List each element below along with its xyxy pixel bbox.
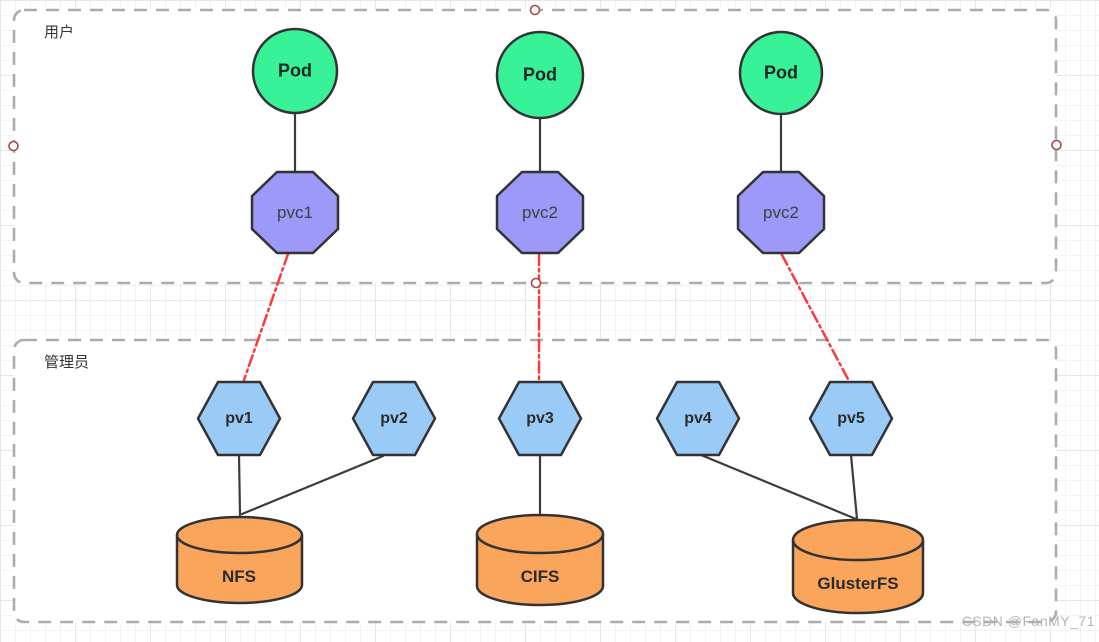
pvc-nodes xyxy=(250,170,826,255)
storage-node-nfs-rim xyxy=(175,534,304,555)
pvc-node-2[interactable] xyxy=(495,170,585,255)
storage-node-glusterfs[interactable] xyxy=(791,518,925,615)
connection-handle-right[interactable] xyxy=(1051,139,1062,151)
pod-nodes xyxy=(251,27,824,120)
pv-node-3[interactable] xyxy=(497,380,583,457)
edge-pv5-glusterfs[interactable] xyxy=(849,453,859,521)
connection-handle-top[interactable] xyxy=(529,4,541,16)
storage-node-nfs[interactable] xyxy=(175,515,304,605)
connection-handles xyxy=(8,4,1062,289)
edge-pv4-glusterfs[interactable] xyxy=(699,453,858,521)
storage-node-cifs-rim xyxy=(475,533,605,555)
edge-pvc3-pv5[interactable] xyxy=(780,253,851,383)
solid-edges xyxy=(237,111,859,521)
connection-handle-left[interactable] xyxy=(8,140,19,152)
pvc-node-3[interactable] xyxy=(736,170,826,255)
storage-node-glusterfs-rim xyxy=(791,539,925,562)
claim-edges xyxy=(242,252,851,383)
edge-pvc1-pv1[interactable] xyxy=(242,252,290,382)
storage-node-cifs[interactable] xyxy=(475,513,605,607)
pv-node-2[interactable] xyxy=(351,380,437,457)
pod-node-3[interactable] xyxy=(738,30,824,116)
storage-nodes xyxy=(175,513,925,615)
pv-nodes xyxy=(196,380,894,457)
edge-pv1-nfs[interactable] xyxy=(237,453,242,517)
pv-node-1[interactable] xyxy=(196,380,282,457)
pvc-node-1[interactable] xyxy=(250,170,340,255)
pod-node-2[interactable] xyxy=(495,30,585,120)
pv-node-5[interactable] xyxy=(808,380,894,457)
pod-node-1[interactable] xyxy=(251,27,339,115)
connection-handle-bottom[interactable] xyxy=(530,277,542,289)
edge-pv2-nfs[interactable] xyxy=(240,454,385,516)
pv-node-4[interactable] xyxy=(655,380,741,457)
